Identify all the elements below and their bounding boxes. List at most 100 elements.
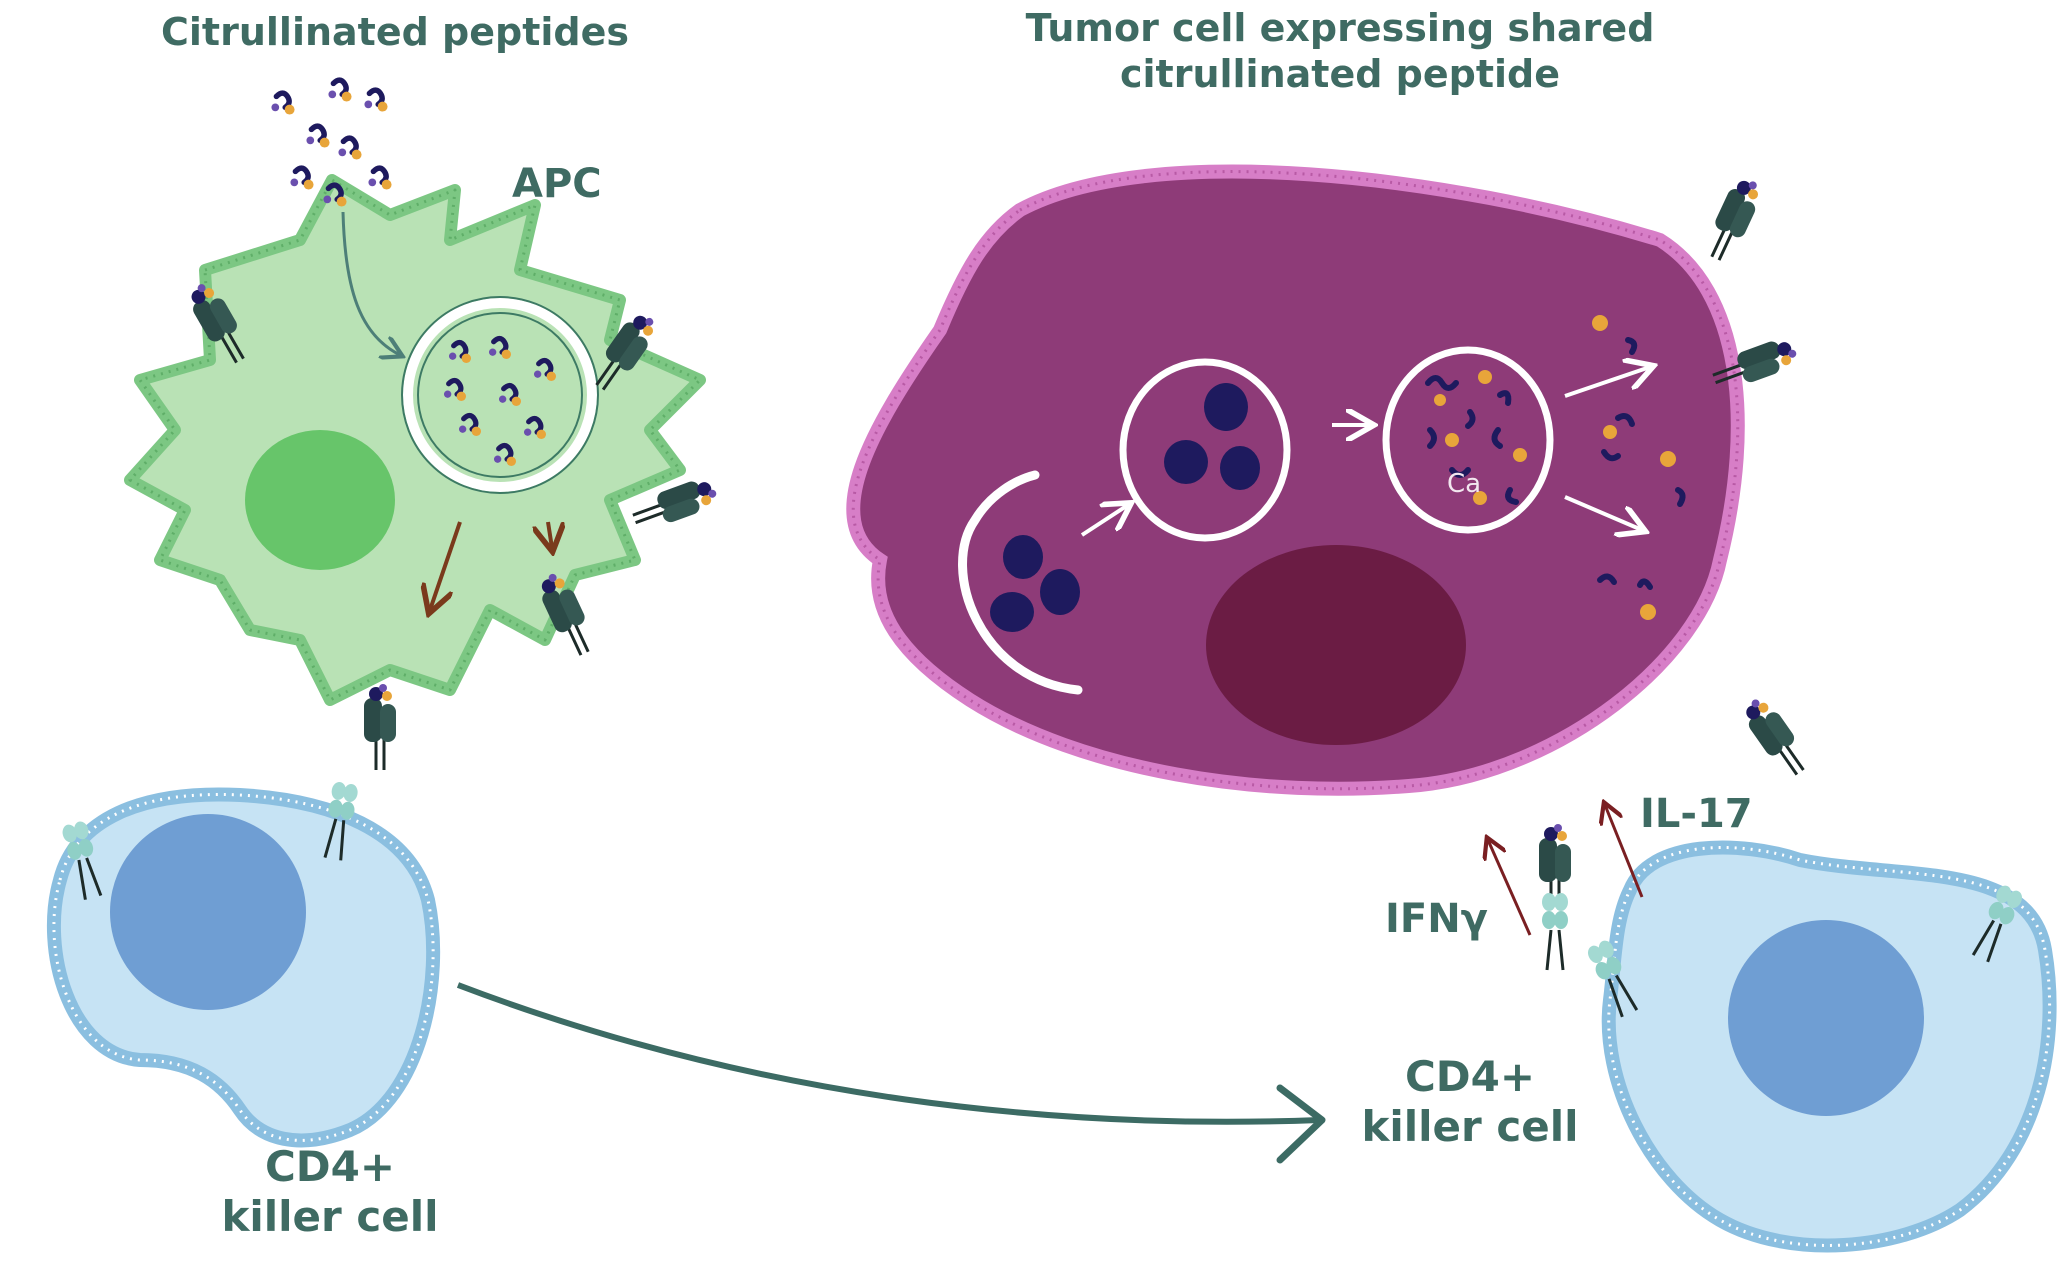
tcr-domain bbox=[1554, 911, 1568, 929]
peptide-chain bbox=[308, 123, 327, 144]
label-cd4-left-line2: killer cell bbox=[221, 1192, 439, 1242]
tcr-domain bbox=[1999, 906, 2015, 925]
mhc-bound-peptide bbox=[633, 315, 648, 330]
peptide-chain bbox=[370, 165, 389, 186]
peptide-residue bbox=[523, 428, 532, 436]
peptide-chain bbox=[501, 382, 519, 402]
mhc-beta-chain bbox=[559, 589, 585, 626]
citrullinated-peptide bbox=[364, 87, 388, 112]
peptide-residue bbox=[368, 178, 377, 187]
incoming-peptides bbox=[271, 77, 392, 207]
tcr-stalk bbox=[1971, 919, 2003, 963]
mhc-stalk bbox=[632, 503, 665, 525]
transfer-arrow bbox=[456, 982, 1321, 1125]
mhc-peptide-complex bbox=[632, 481, 717, 525]
mhc-bound-residue bbox=[379, 684, 387, 692]
mhc-beta-chain bbox=[1555, 844, 1571, 882]
mhc-bound-residue bbox=[1748, 181, 1757, 190]
tcr-domain bbox=[1598, 940, 1614, 958]
mhc-peptide-complex bbox=[595, 315, 654, 391]
mhc-bound-residue bbox=[548, 573, 557, 582]
mhc-stalk bbox=[220, 331, 245, 364]
mhc-bound-citrulline bbox=[643, 325, 654, 336]
mhc-bound-citrulline bbox=[701, 495, 712, 506]
citrullinated-peptide bbox=[271, 90, 295, 115]
tcr-receptor bbox=[62, 821, 103, 900]
peptide-residue bbox=[493, 455, 502, 463]
transfer-arrow-head bbox=[1276, 1084, 1326, 1164]
citrullinated-peptide bbox=[533, 357, 557, 382]
citrullinated-peptide bbox=[493, 442, 517, 467]
mhc-bound-peptide bbox=[1736, 180, 1751, 195]
mhc-alpha-chain bbox=[605, 322, 640, 363]
tcr-domain bbox=[1996, 885, 2012, 903]
tcr-stalk bbox=[1545, 929, 1565, 971]
peptide-chain bbox=[461, 412, 479, 432]
mhc-alpha-chain bbox=[657, 481, 701, 509]
tcr-domain bbox=[1588, 945, 1603, 964]
peptide-residue bbox=[458, 425, 467, 433]
label-il17: IL-17 bbox=[1640, 791, 1753, 837]
tcr-domain bbox=[1988, 901, 2004, 920]
peptide-citrulline bbox=[461, 353, 472, 364]
mhc-bound-citrulline bbox=[1748, 189, 1759, 200]
peptide-residue bbox=[323, 195, 332, 204]
label-cd4-right-line2: killer cell bbox=[1361, 1102, 1579, 1152]
mhc-bound-peptide bbox=[369, 687, 383, 701]
tcell-right bbox=[1601, 840, 2057, 1253]
tcr-domain bbox=[1606, 956, 1622, 975]
mhc-peptide-complex bbox=[541, 573, 590, 656]
mhc-bound-residue bbox=[197, 284, 206, 293]
label-cd4-right-line1: CD4+ bbox=[1404, 1052, 1536, 1101]
tcr-stalk bbox=[77, 857, 103, 900]
label-citrullinated-peptides: Citrullinated peptides bbox=[161, 10, 629, 54]
tcr-domain bbox=[343, 784, 358, 802]
mhc-bound-residue bbox=[1751, 699, 1760, 708]
mhc-bound-citrulline bbox=[1557, 831, 1567, 841]
peptide-citrulline bbox=[536, 429, 547, 440]
tcr-stalk bbox=[1607, 974, 1639, 1018]
peptide-chain bbox=[536, 357, 554, 377]
mhc-alpha-chain bbox=[364, 698, 382, 742]
mhc-alpha-chain bbox=[1737, 341, 1781, 369]
mhc-peptide-complex bbox=[191, 284, 245, 364]
peptide-chain bbox=[325, 182, 344, 203]
tcr-domain bbox=[1542, 911, 1556, 929]
peptide-residue bbox=[328, 90, 337, 99]
il17-arrow bbox=[1605, 805, 1644, 898]
peptide-chain bbox=[292, 165, 311, 186]
mhc-beta-chain bbox=[380, 704, 396, 742]
tcr-receptor bbox=[1588, 940, 1639, 1018]
mhc-stalk bbox=[566, 623, 590, 656]
mhc-beta-chain bbox=[1729, 201, 1756, 238]
apc-arrow-left bbox=[430, 521, 462, 610]
calcium-label: Ca bbox=[1447, 469, 1481, 499]
tcell-left bbox=[46, 787, 441, 1148]
tcr-receptor bbox=[323, 781, 358, 861]
mhc-alpha-chain bbox=[1715, 189, 1746, 232]
mhc-complexes bbox=[191, 180, 1805, 910]
mhc-stalk bbox=[595, 359, 622, 391]
mhc-alpha-chain bbox=[542, 589, 572, 633]
tcr-domain bbox=[1595, 961, 1611, 980]
tumor-nucleus bbox=[1206, 545, 1466, 745]
mhc-stalk bbox=[374, 740, 386, 770]
mhc-bound-peptide bbox=[191, 289, 206, 304]
tcr-domain bbox=[1554, 893, 1568, 911]
ifn-arrow bbox=[1488, 840, 1532, 936]
peptide-citrulline bbox=[546, 371, 557, 382]
peptide-chain bbox=[451, 339, 469, 359]
mhc-alpha-chain bbox=[1748, 715, 1783, 756]
mhc-bound-peptide bbox=[1777, 342, 1792, 357]
mhc-alpha-chain bbox=[1539, 838, 1557, 882]
mhc-beta-chain bbox=[662, 498, 700, 523]
mhc-alpha-chain bbox=[193, 300, 225, 342]
label-apc: APC bbox=[512, 161, 602, 207]
tumor-membrane bbox=[846, 164, 1745, 796]
mhc-peptide-complex bbox=[364, 684, 396, 770]
tcr-stalk bbox=[323, 818, 346, 861]
mhc-beta-chain bbox=[619, 336, 648, 371]
peptide-citrulline bbox=[351, 149, 362, 160]
citrullinated-peptide bbox=[443, 377, 467, 402]
